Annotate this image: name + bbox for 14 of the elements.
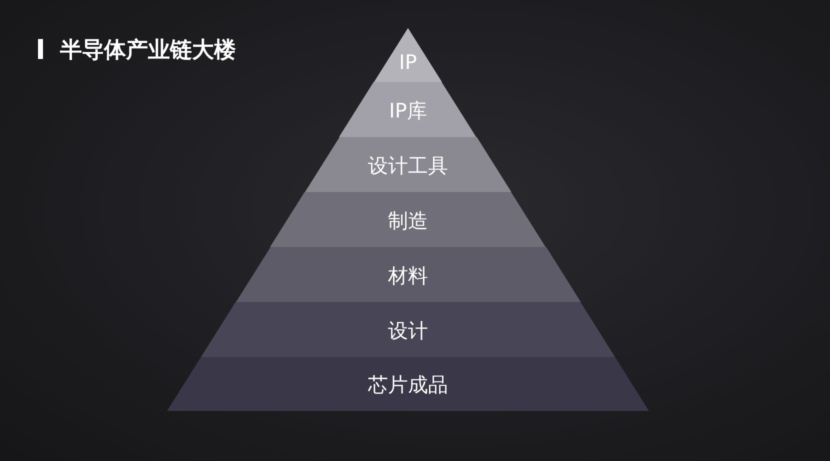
title: 半导体产业链大楼 [60, 37, 236, 65]
pyramid-tier [167, 357, 649, 411]
tier-label: 设计 [388, 317, 428, 344]
tier-label: 制造 [388, 207, 428, 234]
tier-label: IP [399, 50, 417, 74]
pyramid-tier [236, 247, 580, 302]
tier-label: 设计工具 [368, 152, 448, 180]
pyramid-tier [270, 192, 546, 247]
pyramid-tier [304, 137, 512, 192]
pyramid-tier [339, 82, 477, 137]
pyramid-tier [200, 302, 615, 357]
tier-label: 材料 [388, 262, 428, 290]
tier-label: 芯片成品 [368, 372, 448, 399]
tier-label: IP库 [389, 97, 427, 124]
